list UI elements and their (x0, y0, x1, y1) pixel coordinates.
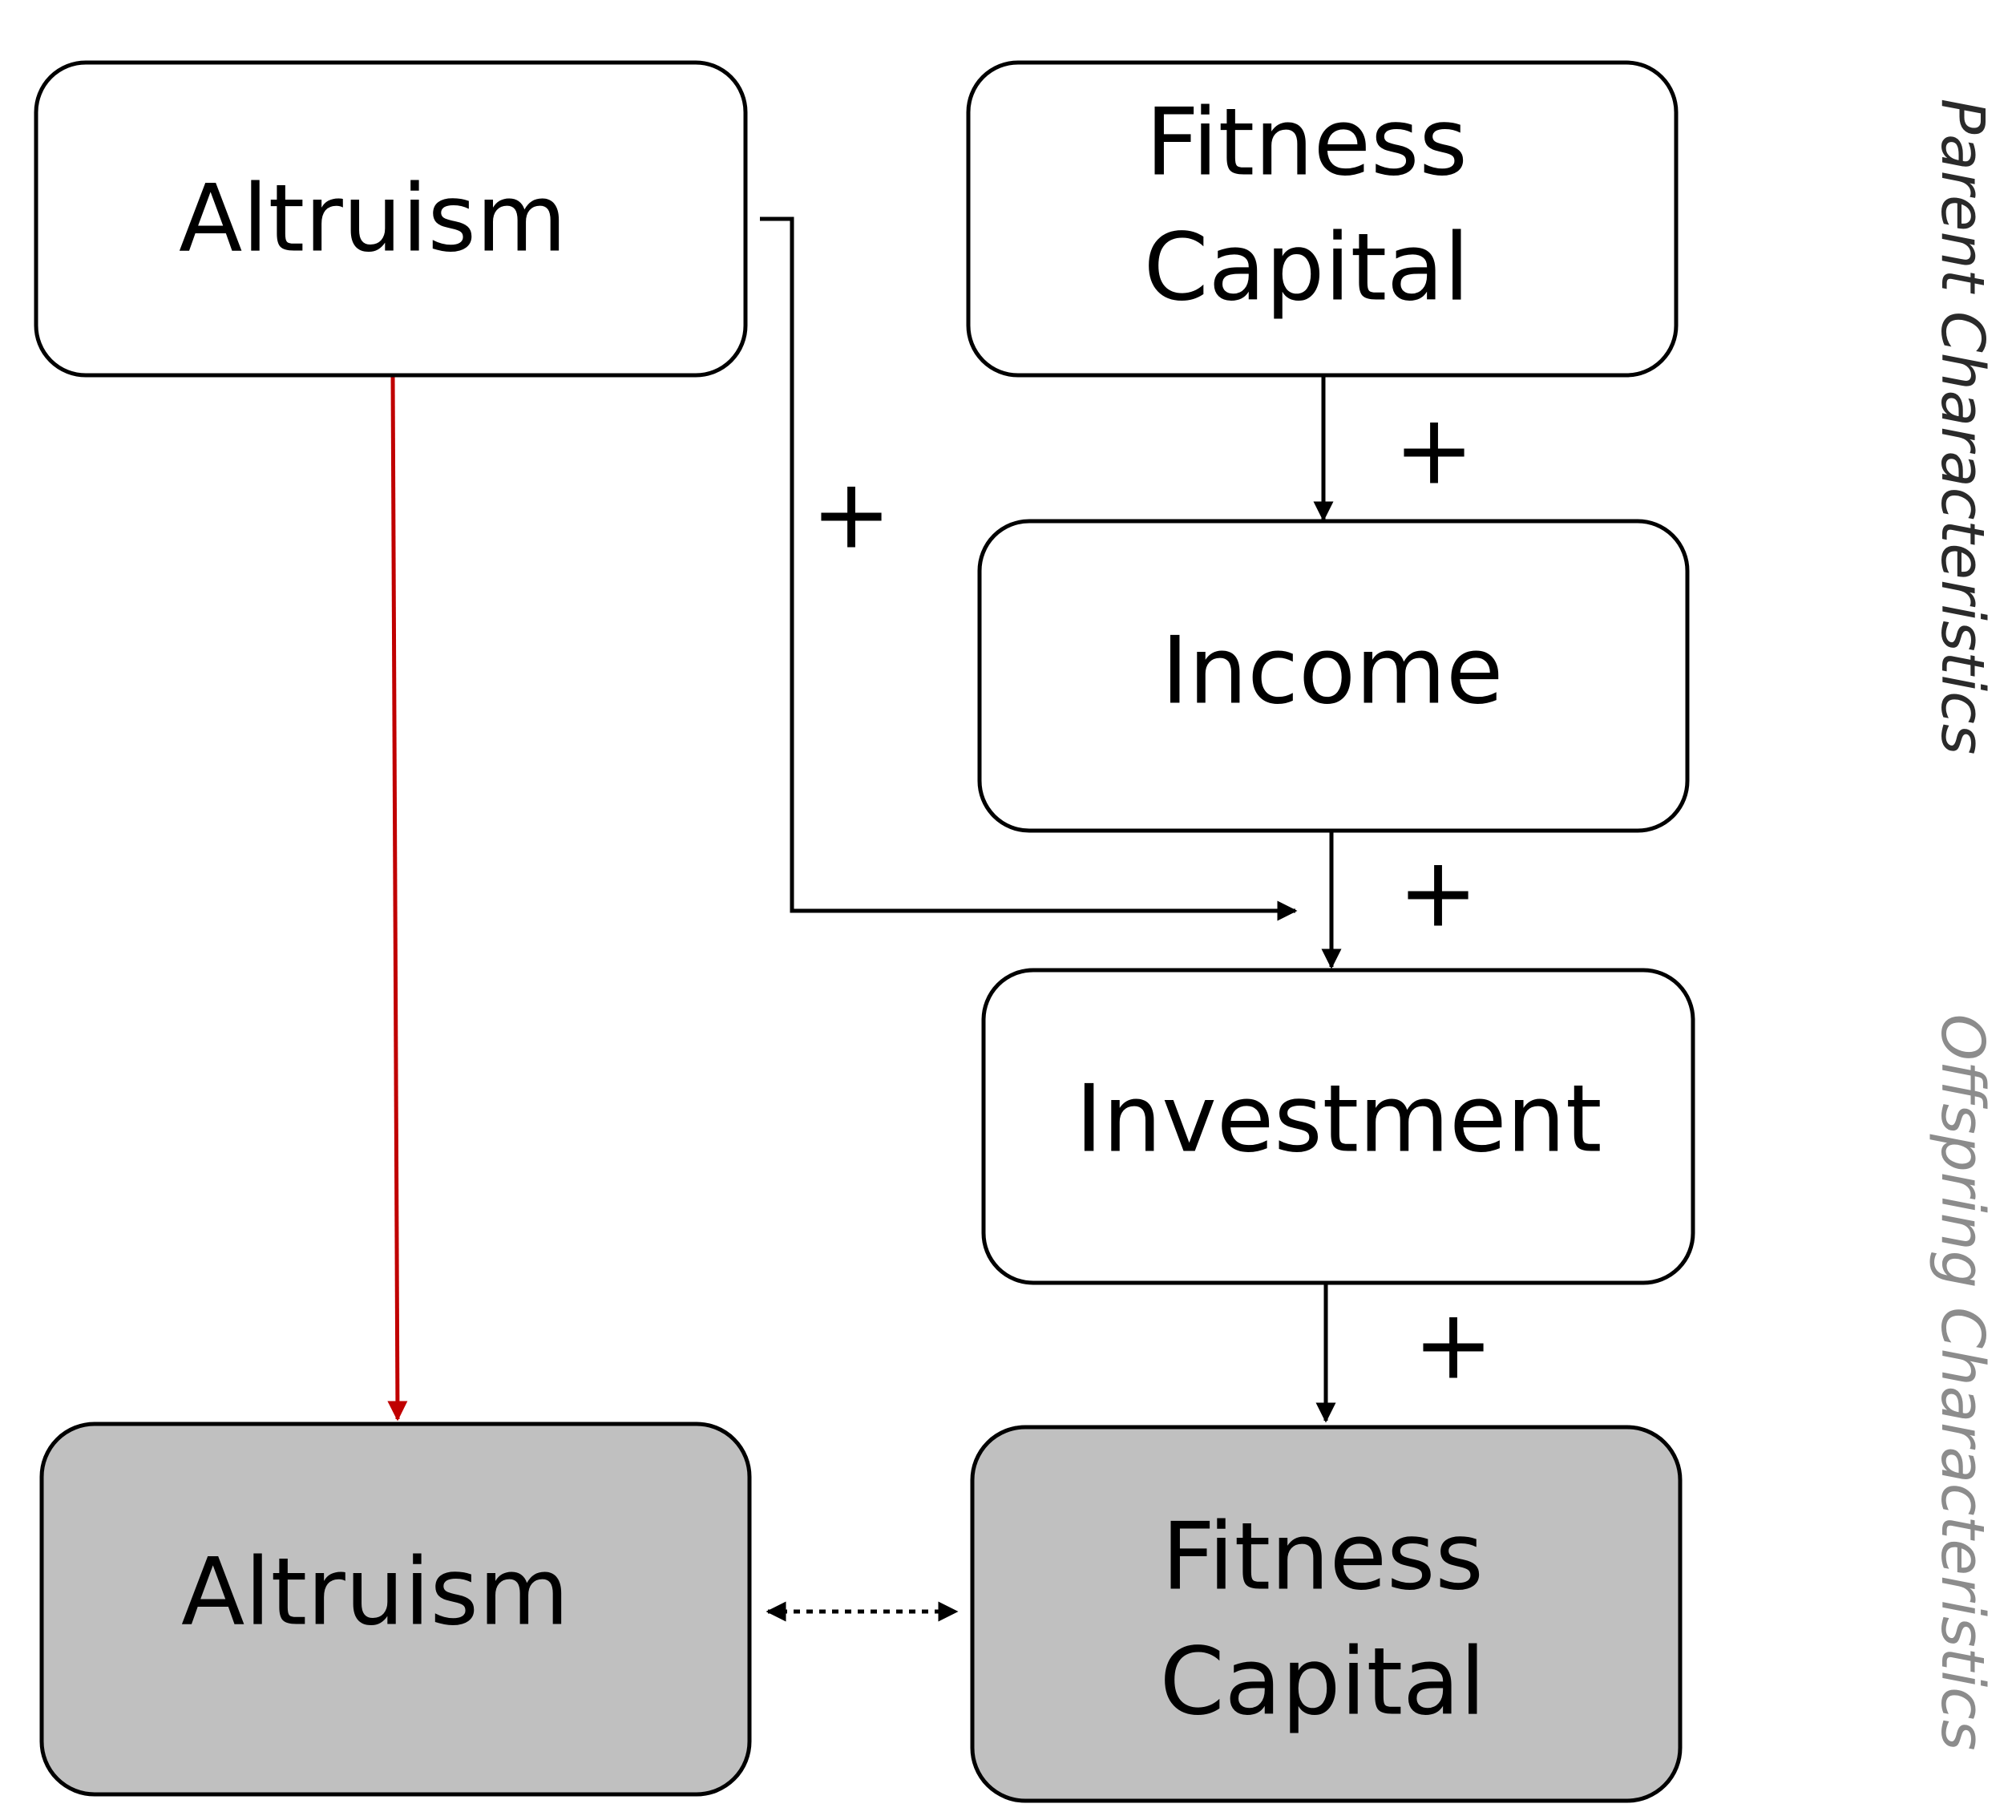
income-to-investment-sign: + (1398, 838, 1479, 949)
parent-altruism-box (34, 60, 748, 378)
offspring-fitness-capital-label-line1: Fitness (1162, 1503, 1484, 1612)
altruism-to-offspring-altruism-arrow (387, 374, 408, 1422)
offspring-altruism-node: Altruism (39, 1422, 752, 1797)
offspring-characteristics-label: Offspring Characteristics (1928, 1014, 1997, 1751)
parent-altruism-label: Altruism (179, 165, 567, 273)
parent-altruism-node: Altruism (34, 60, 748, 378)
parent-fitness-capital-label-line1: Fitness (1145, 89, 1468, 197)
parent-characteristics-label: Parent Characteristics (1928, 99, 1997, 755)
income-node: Income (977, 519, 1690, 833)
offspring-altruism-label: Altruism (181, 1539, 569, 1647)
offspring-altruism-box (39, 1422, 752, 1797)
investment-label: Investment (1075, 1066, 1602, 1174)
offspring-fitness-capital-node: Fitness Capital (970, 1425, 1683, 1803)
investment-node: Investment (981, 968, 1695, 1285)
parent-fitness-capital-label-line2: Capital (1144, 214, 1470, 322)
parent-fitness-capital-box (966, 60, 1679, 378)
altruism-to-investment-sign: + (811, 459, 892, 571)
investment-to-fitness-sign: + (1413, 1290, 1494, 1401)
income-box (977, 519, 1690, 833)
parent-fitness-capital-node: Fitness Capital (966, 60, 1679, 378)
investment-box (981, 968, 1695, 1285)
offspring-fitness-capital-label-line2: Capital (1160, 1628, 1486, 1737)
fitness-to-income-sign: + (1394, 395, 1475, 507)
offspring-fitness-capital-box (970, 1425, 1683, 1803)
altruism-to-investment-arrow (760, 216, 1298, 921)
income-label: Income (1162, 617, 1504, 726)
